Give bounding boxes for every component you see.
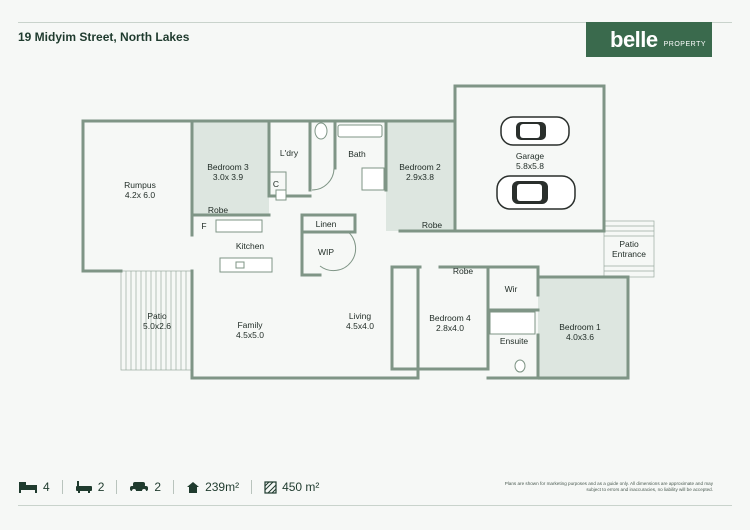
patio-dims: 5.0x2.6 <box>143 321 171 331</box>
fridge-label: F <box>201 221 206 231</box>
family-dims: 4.5x5.0 <box>236 330 264 340</box>
kitchen-sink <box>235 261 245 269</box>
logo-brand: belle <box>610 26 658 52</box>
property-stats: 4 2 2 239m² 450 m² <box>18 480 331 494</box>
ensuite-label: Ensuite <box>500 336 529 346</box>
car-icon <box>130 482 149 493</box>
bedroom2-dims: 2.9x3.8 <box>406 172 434 182</box>
land-area-icon <box>264 480 277 494</box>
bath-label: Bath <box>348 149 366 159</box>
bathtub <box>337 124 383 138</box>
bedroom1-fill <box>538 277 627 380</box>
cupboard-label: C <box>273 179 279 189</box>
stat-divider <box>173 480 175 494</box>
room-labels: Rumpus 4.2x 6.0 Bedroom 3 3.0x 3.9 L'dry… <box>124 148 646 346</box>
bath-icon <box>75 481 92 493</box>
bottom-divider <box>18 505 732 506</box>
logo-sub: PROPERTY <box>663 40 707 48</box>
ensuite-shower <box>489 311 536 335</box>
bathroom-count: 2 <box>97 480 105 494</box>
bedroom2-label: Bedroom 2 <box>399 162 441 172</box>
patio-entrance-label-2: Entrance <box>612 249 646 259</box>
kitchen-label: Kitchen <box>236 241 265 251</box>
living-label: Living <box>349 311 371 321</box>
patio-label: Patio <box>147 311 167 321</box>
top-divider <box>18 22 732 23</box>
bedroom4-label: Bedroom 4 <box>429 313 471 323</box>
property-address: 19 Midyim Street, North Lakes <box>18 30 190 44</box>
car-icon <box>500 116 570 146</box>
bedroom3-dims: 3.0x 3.9 <box>213 172 244 182</box>
linen-label: Linen <box>316 219 337 229</box>
car-icon <box>496 175 576 210</box>
bedroom3-label: Bedroom 3 <box>207 162 249 172</box>
stat-land-area: 450 m² <box>264 480 319 494</box>
disclaimer: Plans are shown for marketing purposes a… <box>504 481 713 492</box>
patio-decking <box>120 270 193 371</box>
robe-b4-label: Robe <box>453 266 474 276</box>
laundry-label: L'dry <box>280 148 299 158</box>
living-dims: 4.5x4.0 <box>346 321 374 331</box>
stat-divider <box>61 480 63 494</box>
toilet <box>314 122 328 140</box>
fixtures <box>215 122 536 373</box>
stat-floor-area: 239m² <box>186 480 239 494</box>
belle-property-logo[interactable]: belle PROPERTY <box>586 22 712 57</box>
bedroom1-label: Bedroom 1 <box>559 322 601 332</box>
rumpus-label: Rumpus <box>124 180 156 190</box>
bed-icon <box>19 482 37 493</box>
stat-divider <box>116 480 118 494</box>
robe-b2-label: Robe <box>422 220 443 230</box>
floor-area-value: 239m² <box>205 480 240 494</box>
land-area-value: 450 m² <box>282 480 320 494</box>
stat-bedrooms: 4 <box>18 480 50 494</box>
rumpus-dims: 4.2x 6.0 <box>125 190 156 200</box>
bedroom4-dims: 2.8x4.0 <box>436 323 464 333</box>
walls <box>81 84 630 380</box>
house-icon <box>187 481 200 493</box>
bedroom-count: 4 <box>43 480 50 494</box>
ensuite-toilet <box>514 359 526 373</box>
garage-label: Garage <box>516 151 545 161</box>
patio-entrance-label: Patio <box>619 239 639 249</box>
stat-bathrooms: 2 <box>75 480 105 494</box>
wip-label: WIP <box>318 247 334 257</box>
family-label: Family <box>237 320 263 330</box>
wir-label: Wir <box>505 284 518 294</box>
stat-divider <box>251 480 253 494</box>
garage-dims: 5.8x5.8 <box>516 161 544 171</box>
car-space-count: 2 <box>154 480 162 494</box>
bedroom3-fill <box>192 121 269 215</box>
stat-car-spaces: 2 <box>129 480 161 494</box>
shower <box>361 167 385 191</box>
robe-b3-label: Robe <box>208 205 229 215</box>
kitchen-island <box>219 257 273 273</box>
bedroom1-dims: 4.0x3.6 <box>566 332 594 342</box>
kitchen-bench <box>215 219 263 233</box>
bedroom2-fill <box>386 121 455 231</box>
